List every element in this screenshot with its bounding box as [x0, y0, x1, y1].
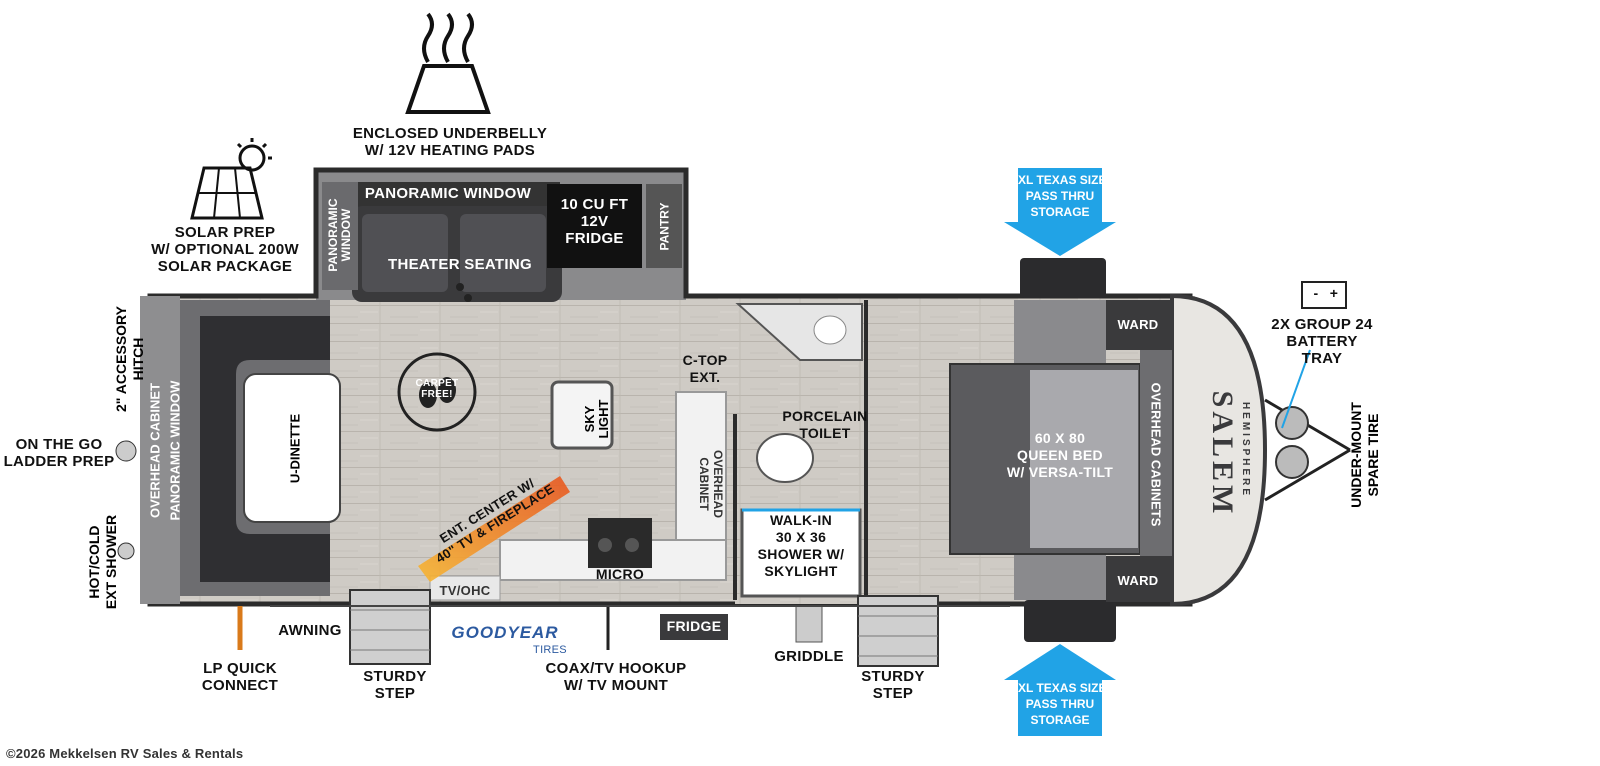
ward-bottom-label: WARD [1117, 573, 1159, 588]
hitch-frame [1264, 349, 1351, 502]
copyright-watermark: ©2026 Mekkelsen RV Sales & Rentals [6, 746, 244, 761]
goodyear-logo: GOODYEAR [451, 623, 559, 642]
entry-step-right [857, 595, 939, 667]
ent-center-shape [418, 476, 570, 582]
bedroom [949, 258, 1172, 642]
outside-fridge-shape [660, 614, 728, 640]
theater-seating-label: THEATER SEATING [388, 256, 532, 273]
storage-arrow-top [1004, 168, 1116, 256]
ward-top-label: WARD [1117, 317, 1159, 332]
griddle-label: GRIDDLE [774, 648, 844, 665]
dinette-area [140, 296, 341, 604]
salem-logo: SALEM [1206, 390, 1239, 518]
pantry-shape [646, 184, 682, 268]
battery-minus: - [1313, 285, 1319, 301]
hemisphere-logo: HEMISPHERE [1240, 401, 1251, 499]
bathroom [733, 300, 868, 604]
carpet-free-badge [397, 352, 477, 432]
heat-icon [405, 12, 491, 114]
overhead-cabinets-right-label: OVERHEAD CABINETS [1148, 382, 1164, 527]
outside-fridge-label: FRIDGE [666, 618, 722, 634]
tv-ohc-label: TV/OHC [439, 583, 491, 598]
entry-step-left [349, 589, 431, 665]
battery-plus: + [1329, 285, 1339, 301]
shower-head-icon [117, 542, 135, 560]
kitchen-counter [429, 391, 727, 601]
storage-arrow-bottom [1004, 644, 1116, 736]
panoramic-window-top-label: PANORAMIC WINDOW [364, 185, 532, 202]
big-fridge-shape [547, 184, 642, 268]
overhead-cabinet-left-label: OVERHEAD CABINET [147, 382, 163, 519]
battery-icon [1301, 281, 1347, 309]
theater-seating-shape [322, 182, 562, 302]
panoramic-window-left-label: PANORAMIC WINDOW [167, 380, 183, 521]
solar-panel-icon [190, 138, 272, 220]
skylight-shape [550, 380, 614, 450]
griddle-shape [795, 605, 823, 643]
pantry-label: PANTRY [657, 202, 672, 251]
ladder-mount-icon [115, 440, 137, 462]
micro-label: MICRO [595, 566, 645, 582]
u-dinette-label: U-DINETTE [287, 413, 303, 484]
tires-label: TIRES [533, 644, 567, 656]
awning-label: AWNING [278, 622, 342, 639]
